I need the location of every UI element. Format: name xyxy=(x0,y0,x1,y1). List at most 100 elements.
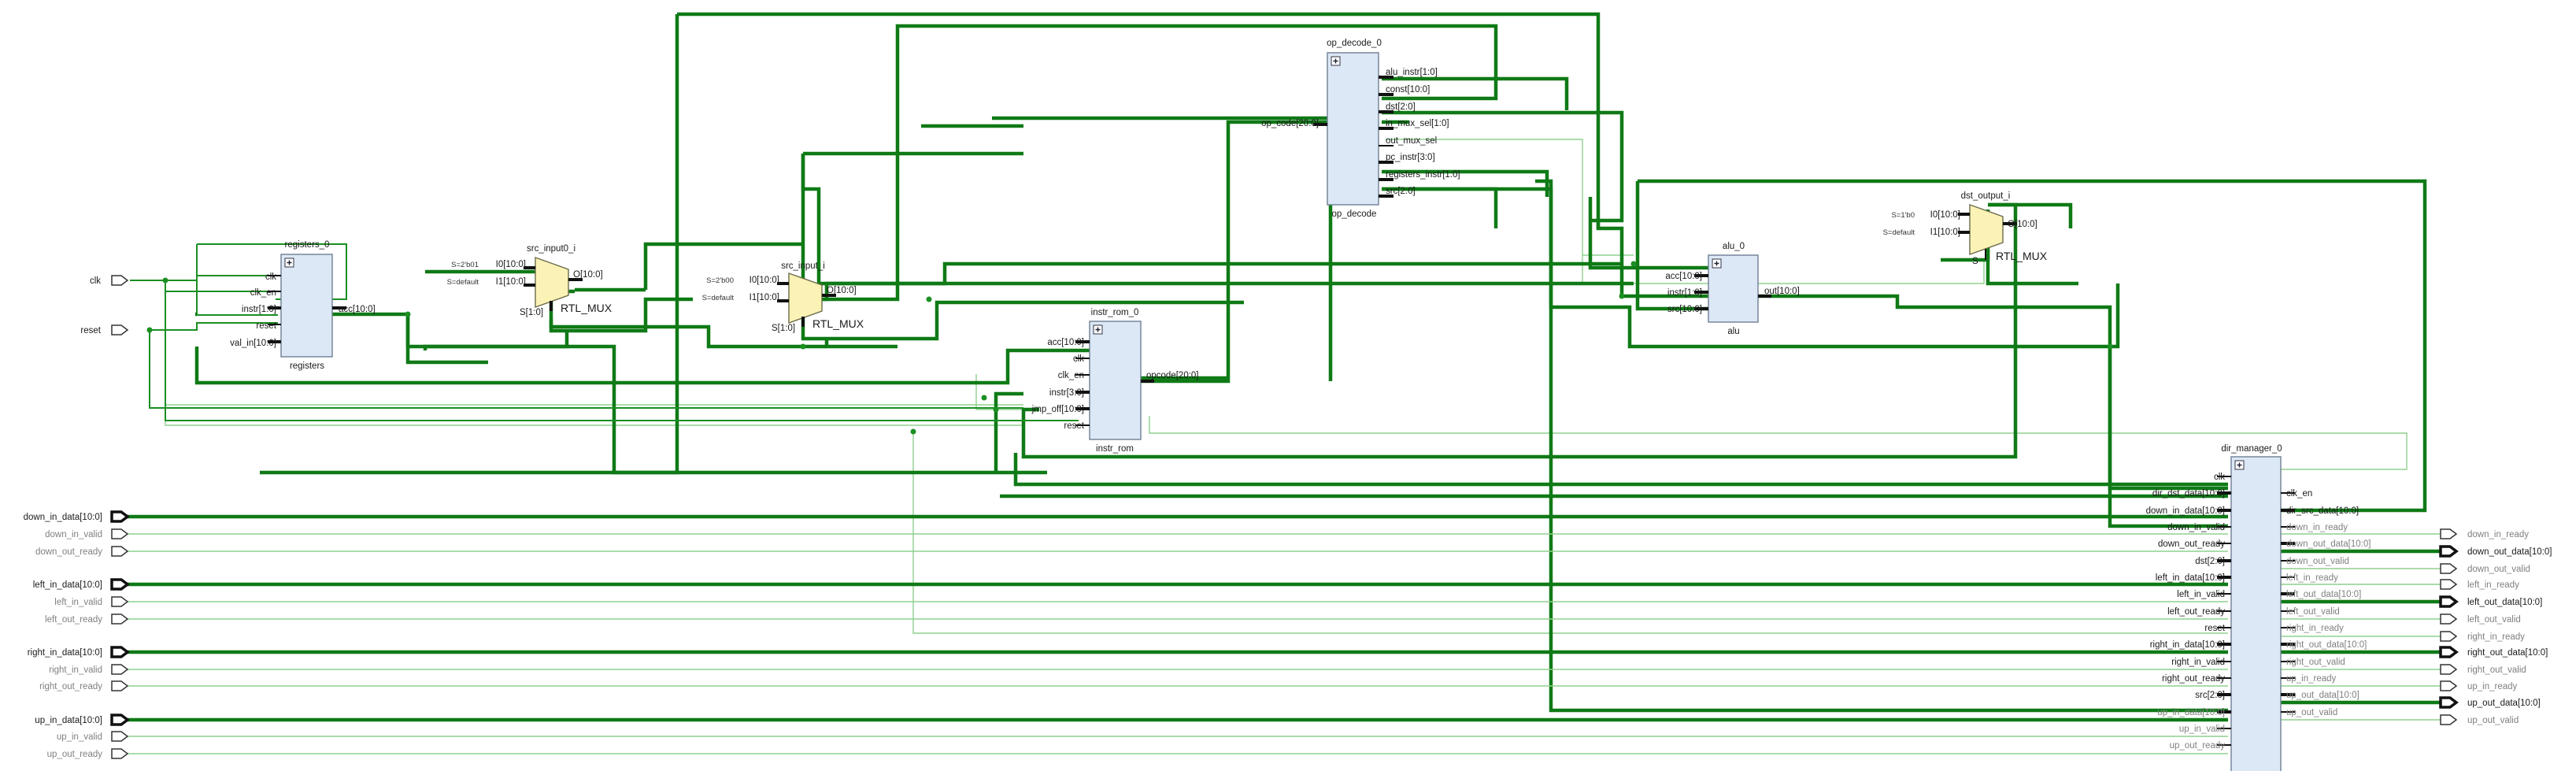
registers-instance-name: registers_0 xyxy=(285,240,330,250)
port-right-in-valid[interactable]: right_in_valid xyxy=(49,664,129,675)
svg-text:S: S xyxy=(1972,257,1978,266)
svg-text:out[10:0]: out[10:0] xyxy=(1764,287,1800,296)
expand-icon[interactable] xyxy=(1712,258,1722,269)
svg-text:op_decode: op_decode xyxy=(1332,209,1377,219)
port-up-out-data[interactable]: up_out_data[10:0] xyxy=(2439,696,2541,709)
port-right-out-data[interactable]: right_out_data[10:0] xyxy=(2439,646,2548,658)
dst-output-mux[interactable]: dst_output_i I0[10:0] S=1'b0 I1[10:0] S=… xyxy=(1883,191,2048,266)
svg-text:src[2:0]: src[2:0] xyxy=(1386,187,1416,196)
port-reset[interactable]: reset xyxy=(80,324,129,335)
svg-text:down_out_valid: down_out_valid xyxy=(2467,565,2530,574)
svg-text:down_in_ready: down_in_ready xyxy=(2467,530,2529,539)
svg-text:right_out_ready: right_out_ready xyxy=(39,682,102,691)
expand-icon[interactable] xyxy=(284,258,294,268)
expand-icon[interactable] xyxy=(2234,460,2245,470)
svg-text:down_in_data[10:0]: down_in_data[10:0] xyxy=(2146,506,2225,516)
port-up-in-valid[interactable]: up_in_valid xyxy=(57,731,129,742)
svg-text:dir_manager_0: dir_manager_0 xyxy=(2221,444,2282,454)
svg-text:down_in_ready: down_in_ready xyxy=(2286,523,2348,532)
port-up-out-ready[interactable]: up_out_ready xyxy=(47,748,129,759)
svg-text:up_out_data[10:0]: up_out_data[10:0] xyxy=(2467,699,2541,708)
svg-text:up_in_data[10:0]: up_in_data[10:0] xyxy=(35,716,102,725)
port-down-out-valid[interactable]: down_out_valid xyxy=(2440,563,2530,574)
port-left-in-valid[interactable]: left_in_valid xyxy=(54,596,129,607)
port-left-in-ready[interactable]: left_in_ready xyxy=(2440,579,2519,590)
svg-text:O[10:0]: O[10:0] xyxy=(2008,220,2037,229)
dir-manager-block[interactable]: dir_manager_0 clk dir_dst_data[10:0] dow… xyxy=(2146,444,2371,771)
expand-icon[interactable] xyxy=(1331,56,1341,66)
svg-text:right_out_ready: right_out_ready xyxy=(2162,674,2225,684)
port-right-out-valid[interactable]: right_out_valid xyxy=(2440,664,2526,675)
svg-text:S=default: S=default xyxy=(702,294,735,302)
svg-text:right_in_valid: right_in_valid xyxy=(49,665,102,675)
svg-text:dst_output_i: dst_output_i xyxy=(1961,191,2011,201)
svg-text:up_in_valid: up_in_valid xyxy=(57,732,102,742)
port-left-in-data[interactable]: left_in_data[10:0] xyxy=(33,578,130,591)
svg-text:instr[1:0]: instr[1:0] xyxy=(242,305,276,314)
svg-text:down_out_ready: down_out_ready xyxy=(2158,539,2225,549)
svg-text:right_out_valid: right_out_valid xyxy=(2467,665,2526,675)
svg-text:S=2'b00: S=2'b00 xyxy=(706,276,734,285)
port-down-in-ready[interactable]: down_in_ready xyxy=(2440,528,2529,539)
svg-text:S[1:0]: S[1:0] xyxy=(772,324,795,333)
svg-text:left_out_data[10:0]: left_out_data[10:0] xyxy=(2467,598,2542,607)
svg-text:left_in_ready: left_in_ready xyxy=(2467,580,2519,590)
port-right-out-ready[interactable]: right_out_ready xyxy=(39,680,129,691)
expand-icon[interactable] xyxy=(1093,324,1103,335)
svg-text:up_out_ready: up_out_ready xyxy=(47,750,103,759)
port-right-in-data[interactable]: right_in_data[10:0] xyxy=(28,646,130,658)
svg-text:right_in_valid: right_in_valid xyxy=(2171,658,2225,667)
svg-text:acc[10:0]: acc[10:0] xyxy=(339,305,376,314)
svg-text:reset: reset xyxy=(256,321,276,331)
svg-text:dir_src_data[10:0]: dir_src_data[10:0] xyxy=(2286,506,2359,516)
port-down-in-data[interactable]: down_in_data[10:0] xyxy=(24,510,130,523)
svg-text:up_in_ready: up_in_ready xyxy=(2286,674,2337,684)
instr-rom-input-pins: acc[10:0] clk clk_en instr[3:0] jmp_off[… xyxy=(1031,338,1090,431)
port-left-out-ready[interactable]: left_out_ready xyxy=(45,613,129,625)
svg-text:right_in_ready: right_in_ready xyxy=(2467,632,2525,642)
instr-rom-block[interactable]: instr_rom_0 acc[10:0] clk clk_en instr[3… xyxy=(1031,308,1199,454)
svg-text:registers_instr[1:0]: registers_instr[1:0] xyxy=(1386,170,1460,180)
port-down-in-valid[interactable]: down_in_valid xyxy=(45,528,129,539)
svg-text:dir_dst_data[10:0]: dir_dst_data[10:0] xyxy=(2152,489,2225,499)
port-left-out-data[interactable]: left_out_data[10:0] xyxy=(2439,595,2542,608)
svg-text:left_in_ready: left_in_ready xyxy=(2286,573,2338,583)
svg-text:down_out_data[10:0]: down_out_data[10:0] xyxy=(2467,547,2552,557)
svg-text:clk: clk xyxy=(90,276,101,286)
port-up-in-data[interactable]: up_in_data[10:0] xyxy=(35,714,130,726)
svg-text:I1[10:0]: I1[10:0] xyxy=(749,293,779,302)
port-left-out-valid[interactable]: left_out_valid xyxy=(2440,613,2521,625)
svg-text:right_out_valid: right_out_valid xyxy=(2286,658,2345,667)
svg-text:val_in[10:0]: val_in[10:0] xyxy=(230,339,276,348)
op-decode-block[interactable]: op_decode_0 op_code[20:0] alu_instr[1:0]… xyxy=(1261,39,1460,219)
svg-text:down_out_data[10:0]: down_out_data[10:0] xyxy=(2286,539,2371,549)
svg-text:left_out_ready: left_out_ready xyxy=(45,615,102,625)
port-up-in-ready[interactable]: up_in_ready xyxy=(2440,680,2518,691)
svg-text:clk: clk xyxy=(2214,473,2225,482)
svg-text:up_out_data[10:0]: up_out_data[10:0] xyxy=(2286,691,2359,700)
svg-text:down_in_data[10:0]: down_in_data[10:0] xyxy=(24,513,102,522)
svg-text:up_in_data[10:0]: up_in_data[10:0] xyxy=(2157,708,2225,717)
svg-text:down_in_valid: down_in_valid xyxy=(45,530,102,539)
svg-text:up_out_ready: up_out_ready xyxy=(2170,741,2226,751)
port-right-in-ready[interactable]: right_in_ready xyxy=(2440,631,2525,642)
svg-text:out_mux_sel: out_mux_sel xyxy=(1386,136,1437,146)
svg-text:src_input_i: src_input_i xyxy=(781,261,825,271)
src-input0-mux[interactable]: src_input0_i I0[10:0] S=2'b01 I1[10:0] S… xyxy=(447,244,613,317)
alu-block[interactable]: alu_0 acc[10:0] instr[1:0] src[10:0] out… xyxy=(1665,242,1799,336)
registers-block[interactable]: registers_0 clk clk_en instr[1:0] reset … xyxy=(230,240,376,371)
port-down-out-ready[interactable]: down_out_ready xyxy=(35,546,129,557)
port-up-out-valid[interactable]: up_out_valid xyxy=(2440,714,2519,725)
svg-text:right_in_data[10:0]: right_in_data[10:0] xyxy=(28,648,102,658)
svg-text:up_in_ready: up_in_ready xyxy=(2467,682,2518,691)
src-input-mux[interactable]: src_input_i I0[10:0] S=2'b00 I1[10:0] S=… xyxy=(702,261,864,333)
output-ports: down_in_ready down_out_data[10:0] down_o… xyxy=(2439,528,2552,725)
svg-text:O[10:0]: O[10:0] xyxy=(573,270,603,280)
dir-manager-input-pins: clk dir_dst_data[10:0] down_in_data[10:0… xyxy=(2146,473,2231,751)
svg-text:I0[10:0]: I0[10:0] xyxy=(496,260,526,269)
port-down-out-data[interactable]: down_out_data[10:0] xyxy=(2439,545,2552,558)
port-clk[interactable]: clk xyxy=(90,275,129,286)
svg-text:left_in_data[10:0]: left_in_data[10:0] xyxy=(33,580,102,590)
svg-text:clk_en: clk_en xyxy=(250,288,276,298)
